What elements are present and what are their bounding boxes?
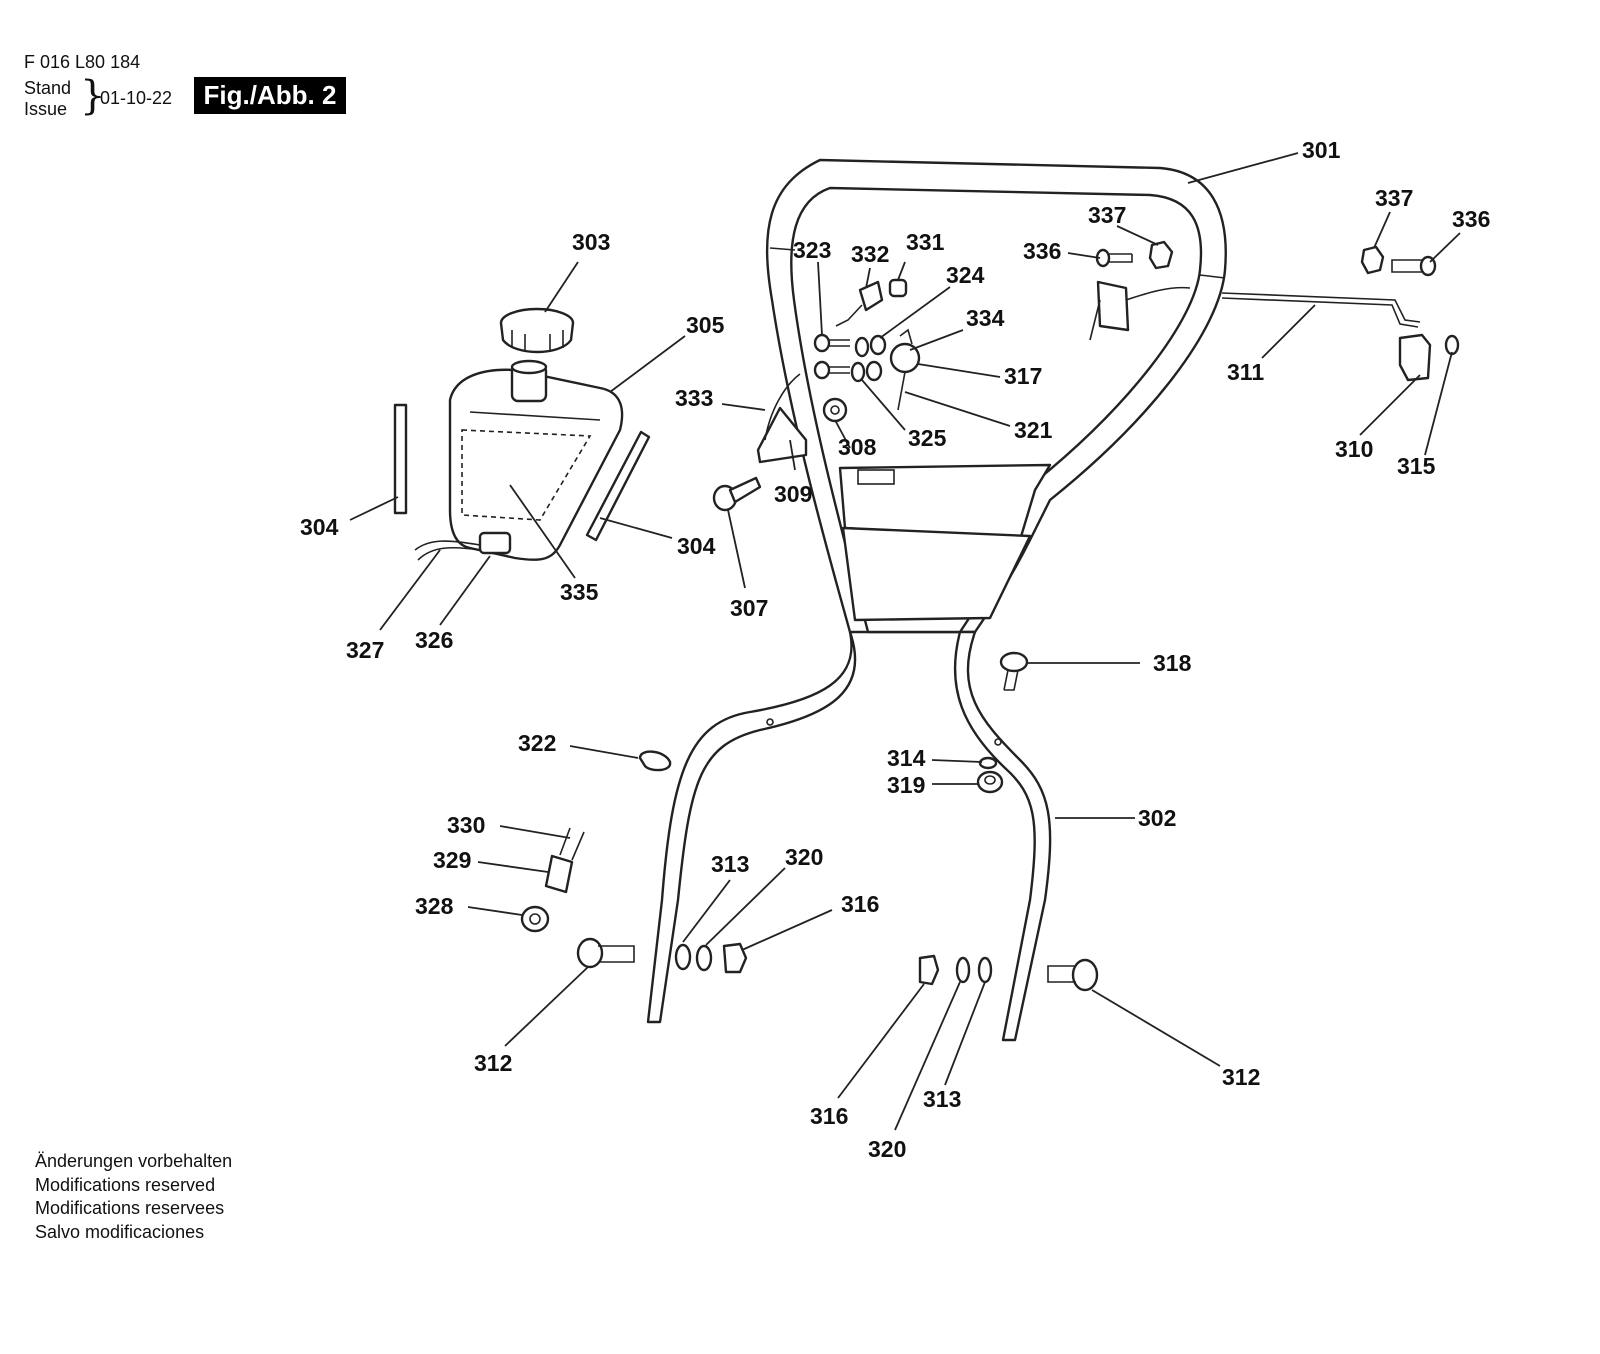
nut-337-right [1360,245,1385,275]
label-330: 330 [447,812,485,838]
label-313-left: 313 [711,851,749,877]
footer-line-fr: Modifications reservees [35,1198,225,1218]
fuel-tank [414,359,624,561]
label-333: 333 [675,385,713,411]
clip-310 [1398,333,1432,382]
rubber-strip-left [393,403,408,515]
label-337-left: 337 [1088,202,1126,228]
nut-308 [822,397,848,423]
label-320-right: 320 [868,1136,906,1162]
fasteners-right [918,954,993,986]
throttle-clamp [1089,280,1191,341]
label-323: 323 [793,237,831,263]
sleeve-331 [888,278,908,298]
figure-badge: Fig./Abb. 2 [194,77,346,114]
label-303: 303 [572,229,610,255]
label-312-right: 312 [1222,1064,1260,1090]
part-labels: 301 302 303 304 304 305 307 308 309 310 … [300,137,1490,1162]
label-310: 310 [1335,436,1373,462]
switch-332 [835,280,884,327]
handle-frame-lower [646,630,1052,1042]
label-334: 334 [966,305,1005,331]
label-336-right: 336 [1452,206,1490,232]
washer-314 [978,756,998,770]
label-327: 327 [346,637,384,663]
label-304-right: 304 [677,533,716,559]
label-314: 314 [887,745,926,771]
label-309: 309 [774,481,812,507]
label-302: 302 [1138,805,1176,831]
label-311: 311 [1227,359,1264,385]
screw-307 [712,476,762,512]
label-307: 307 [730,595,768,621]
label-301: 301 [1302,137,1341,163]
bracket-309 [756,373,808,464]
label-325: 325 [908,425,947,451]
washer-322 [638,750,672,772]
label-320-left: 320 [785,844,823,870]
label-317: 317 [1004,363,1042,389]
footer-notice: Änderungen vorbehalten Modifications res… [35,1150,232,1244]
issue-label: Issue [24,99,68,119]
screws-323 [813,333,850,380]
label-316-right: 316 [810,1103,848,1129]
bolt-312-right [1047,958,1099,992]
label-304-left: 304 [300,514,339,540]
leader-lines [349,152,1461,1131]
label-322: 322 [518,730,556,756]
label-305: 305 [686,312,725,338]
fasteners-left [674,942,748,974]
issue-date: 01-10-22 [100,88,173,108]
label-329: 329 [433,847,471,873]
fitting-329 [544,827,585,894]
label-316-left: 316 [841,891,879,917]
label-313-right: 313 [923,1086,961,1112]
label-319: 319 [887,772,925,798]
nut-319 [976,770,1004,794]
handle-frame-upper [765,158,1227,634]
label-315: 315 [1397,453,1436,479]
bolt-312-left [576,937,635,969]
label-324: 324 [946,262,985,288]
label-321: 321 [1014,417,1053,443]
label-328: 328 [415,893,454,919]
label-331: 331 [906,229,945,255]
brace-glyph: } [80,73,106,119]
washers-324-325 [850,334,887,383]
label-335: 335 [560,579,599,605]
nut-328 [520,905,550,933]
cable-311 [1221,292,1421,323]
ring-315 [1444,334,1460,356]
footer-line-de: Änderungen vorbehalten [35,1151,233,1171]
label-336-left: 336 [1023,238,1061,264]
label-337-right: 337 [1375,185,1413,211]
cable-311b [1221,297,1419,328]
nut-337-left [1148,240,1174,270]
screw-318 [999,651,1029,691]
document-number: F 016 L80 184 [24,52,141,72]
fuel-cap [499,307,575,354]
knob-317 [889,328,921,411]
label-308: 308 [838,434,877,460]
screw-336-right [1391,255,1437,277]
label-312-left: 312 [474,1050,512,1076]
rubber-strip-right [585,430,651,542]
footer-line-es: Salvo modificaciones [35,1221,205,1242]
footer-line-en: Modifications reserved [35,1174,216,1195]
label-318: 318 [1153,650,1192,676]
label-332: 332 [851,241,889,267]
stand-label: Stand [24,78,72,98]
label-326: 326 [415,627,453,653]
